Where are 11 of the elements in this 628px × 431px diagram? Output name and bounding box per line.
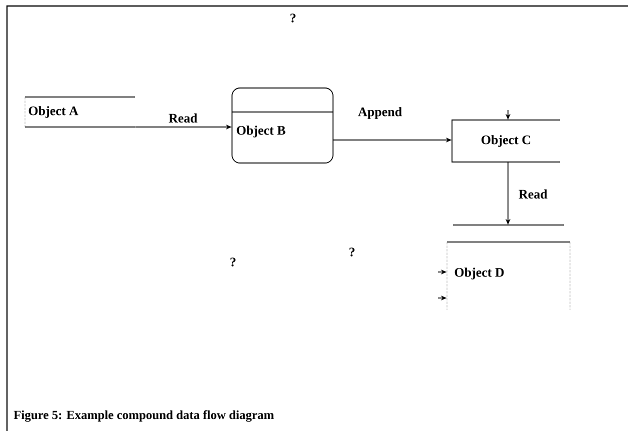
data-store: Object B	[232, 88, 334, 164]
question-mark: ?	[350, 248, 354, 256]
edge-label: Append	[356, 106, 404, 120]
data-store: Object D	[446, 224, 570, 310]
edge-label: Read	[518, 188, 548, 200]
data-store: Object A	[24, 96, 136, 128]
question-mark: ?	[290, 14, 296, 22]
edge-label: Read	[168, 112, 198, 124]
data-store: Object C	[452, 120, 560, 162]
caption: Figure 5: Example compound data flow diagram	[14, 410, 274, 422]
question-mark: ?	[230, 258, 236, 266]
